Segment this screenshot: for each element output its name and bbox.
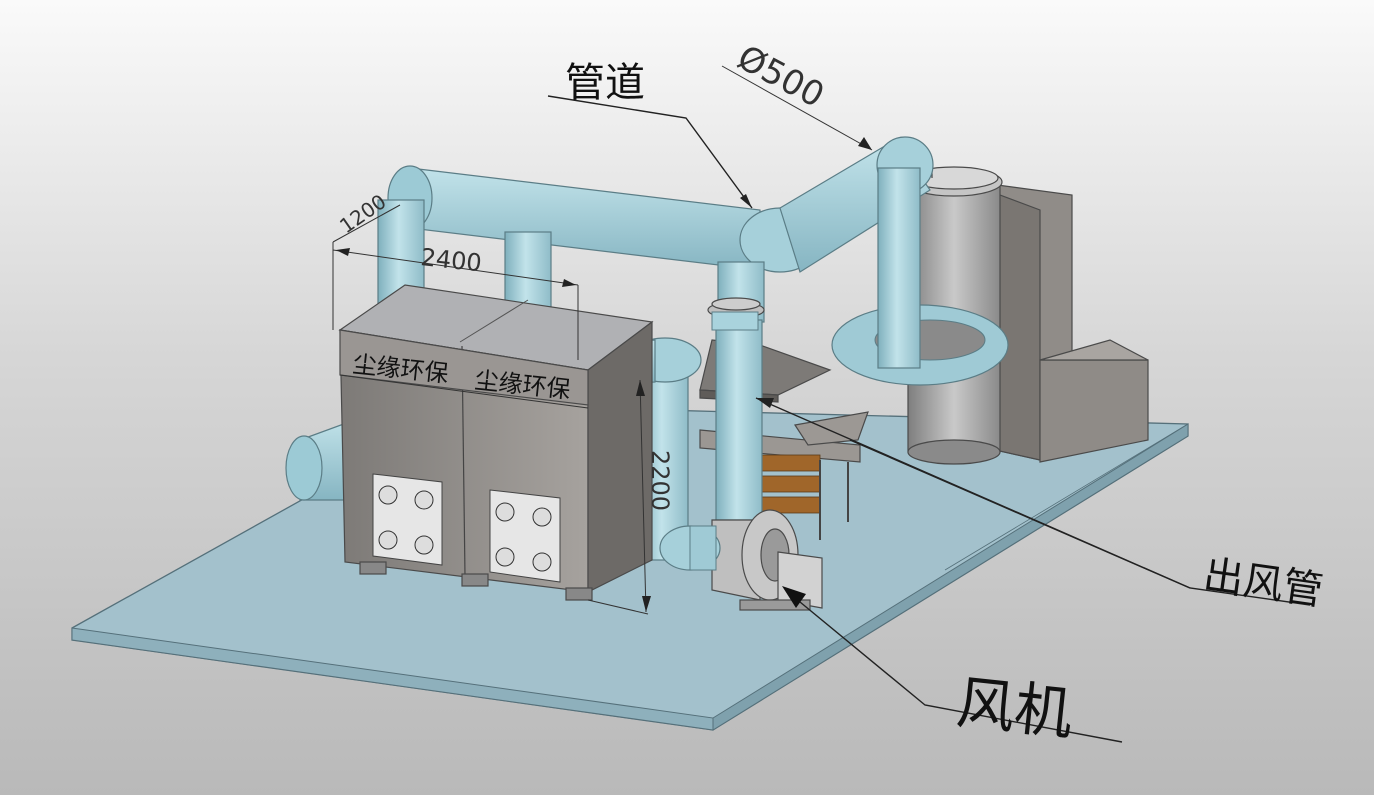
dim-height: 2200 (646, 450, 674, 511)
dim-width: 2400 (419, 243, 483, 277)
access-door-left (372, 473, 443, 566)
access-door-right (489, 489, 561, 583)
dim-diameter: Ø500 (731, 38, 831, 116)
label-pipe: 管道 (565, 60, 645, 106)
fan-unit (711, 509, 823, 611)
label-outlet: 出风管 (1201, 552, 1326, 614)
label-fan: 风机 (954, 668, 1076, 748)
dust-collector: 尘缘环保 尘缘环保 (338, 284, 654, 601)
exhaust-stack (707, 297, 765, 521)
main-duct (377, 136, 934, 369)
